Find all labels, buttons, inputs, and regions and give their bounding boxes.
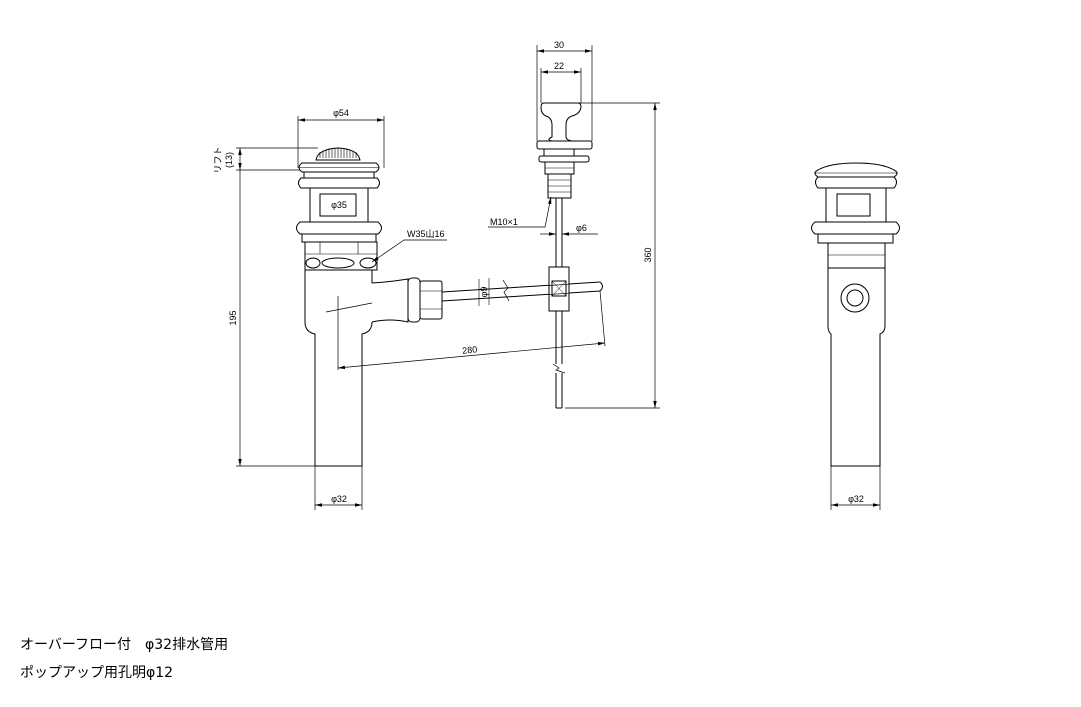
- side-plug-cap: [814, 162, 898, 178]
- side-flange: [811, 221, 900, 235]
- dim-30-label: 30: [554, 40, 564, 50]
- side-washer: [817, 233, 894, 244]
- dim-phi32-side-label: φ32: [848, 494, 864, 504]
- plug-flange: [298, 162, 380, 173]
- caption-overflow: オーバーフロー付 φ32排水管用: [20, 637, 229, 653]
- front-view-drain: [236, 116, 606, 510]
- side-overflow-body: [827, 268, 886, 467]
- body-window: [319, 193, 357, 217]
- rod-clamp: [548, 266, 570, 312]
- side-collar: [815, 176, 897, 189]
- pivot-rod-break: [502, 279, 510, 302]
- rod-clamp-inner: [551, 280, 567, 297]
- rod-thread-label: M10×1: [490, 217, 518, 227]
- clamp-rod-pass: [548, 283, 570, 295]
- knob-disc: [536, 140, 593, 150]
- arm-adapter: [371, 278, 409, 323]
- dim280-ext-right: [599, 290, 606, 347]
- side-overflow-port-inner: [846, 289, 864, 307]
- dim-280-label: 280: [462, 344, 478, 355]
- dim-phi32-front-label: φ32: [331, 494, 347, 504]
- knob-washer: [543, 148, 575, 157]
- lift-rod-break: [552, 363, 566, 374]
- thread-lines: [548, 179, 571, 193]
- lock-nut: [304, 241, 378, 271]
- caption-popup-hole: ポップアップ用孔明φ12: [20, 665, 174, 681]
- flange-washer: [301, 233, 377, 243]
- dim-360-label: 360: [643, 247, 653, 262]
- side-nut: [827, 242, 886, 269]
- knob-flange: [538, 155, 590, 163]
- lift-value: (13): [224, 152, 234, 168]
- collar-top: [303, 171, 375, 179]
- body-flange: [296, 221, 382, 235]
- pivot-rod-end: [599, 281, 603, 292]
- pivot-rod: [441, 281, 601, 302]
- collar-ring: [298, 177, 380, 189]
- thread-leader: [371, 239, 447, 263]
- dim-22-label: 22: [554, 61, 564, 71]
- knob: [540, 102, 582, 142]
- side-body-window: [836, 193, 871, 217]
- side-overflow-port-outer: [840, 283, 870, 313]
- lift-label: リフト: [213, 146, 223, 173]
- m10-leader: [488, 196, 552, 228]
- dim-phi54-label: φ54: [333, 108, 349, 118]
- nut-face-center: [321, 257, 355, 269]
- side-view-drain: [811, 162, 900, 510]
- rod-diameter-label: φ6: [576, 223, 587, 233]
- nut-face-right: [359, 257, 377, 269]
- popup-rod-assembly: [488, 45, 660, 409]
- side-body-upper: [825, 187, 887, 223]
- dim280-line: [337, 341, 606, 370]
- nut-face-left: [305, 257, 321, 269]
- plug-knurl: [319, 148, 357, 158]
- arm-nut: [419, 280, 443, 320]
- thread-label: W35山16: [407, 229, 445, 239]
- dim-195-label: 195: [228, 310, 238, 325]
- link-diameter-label: φ9: [479, 287, 489, 298]
- arm-inner-line: [325, 302, 373, 313]
- arm-nut-ring: [407, 277, 421, 323]
- dim-phi35-label: φ35: [331, 200, 347, 210]
